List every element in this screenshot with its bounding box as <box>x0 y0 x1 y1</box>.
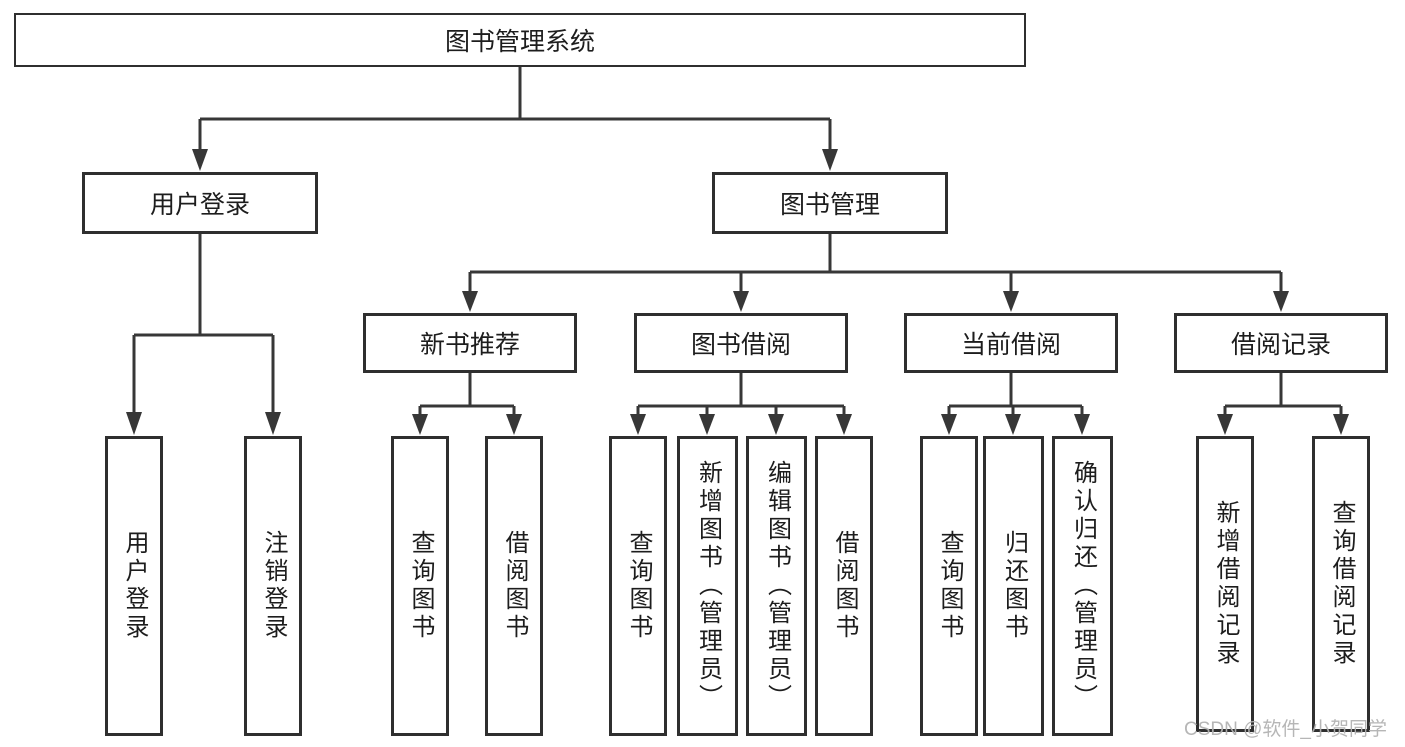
node-new-book-recommend: 新书推荐 <box>363 313 577 373</box>
node-borrowing-records: 借阅记录 <box>1174 313 1388 373</box>
node-current-borrowing: 当前借阅 <box>904 313 1118 373</box>
node-borrow-books: 借阅图书 <box>815 436 873 736</box>
connector-login-to-children <box>132 234 275 413</box>
node-query-borrow-record: 查询借阅记录 <box>1312 436 1370 732</box>
node-logout: 注销登录 <box>244 436 302 736</box>
connector-records-to-children <box>1223 373 1343 415</box>
connector-root-to-level2 <box>198 67 832 150</box>
connector-recommend-to-children <box>418 373 516 415</box>
node-query-books-borrowing: 查询图书 <box>609 436 667 736</box>
node-user-login-leaf: 用户登录 <box>105 436 163 736</box>
node-query-books-recommend: 查询图书 <box>391 436 449 736</box>
node-book-borrowing: 图书借阅 <box>634 313 848 373</box>
node-edit-book-admin: 编辑图书（管理员） <box>746 436 807 736</box>
node-query-books-current: 查询图书 <box>920 436 978 736</box>
node-confirm-return-admin: 确认归还（管理员） <box>1052 436 1113 736</box>
arrowheads <box>126 149 1349 435</box>
node-user-login: 用户登录 <box>82 172 318 234</box>
connector-current-to-children <box>947 373 1084 415</box>
node-book-management: 图书管理 <box>712 172 948 234</box>
connector-mgmt-to-level3 <box>468 234 1283 292</box>
node-add-book-admin: 新增图书（管理员） <box>677 436 738 736</box>
node-return-book: 归还图书 <box>983 436 1044 736</box>
csdn-watermark: CSDN @软件_小贺同学 <box>1184 719 1387 740</box>
node-borrow-books-recommend: 借阅图书 <box>485 436 543 736</box>
node-library-system: 图书管理系统 <box>14 13 1026 67</box>
connector-borrowing-to-children <box>636 373 846 415</box>
node-add-borrow-record: 新增借阅记录 <box>1196 436 1254 732</box>
